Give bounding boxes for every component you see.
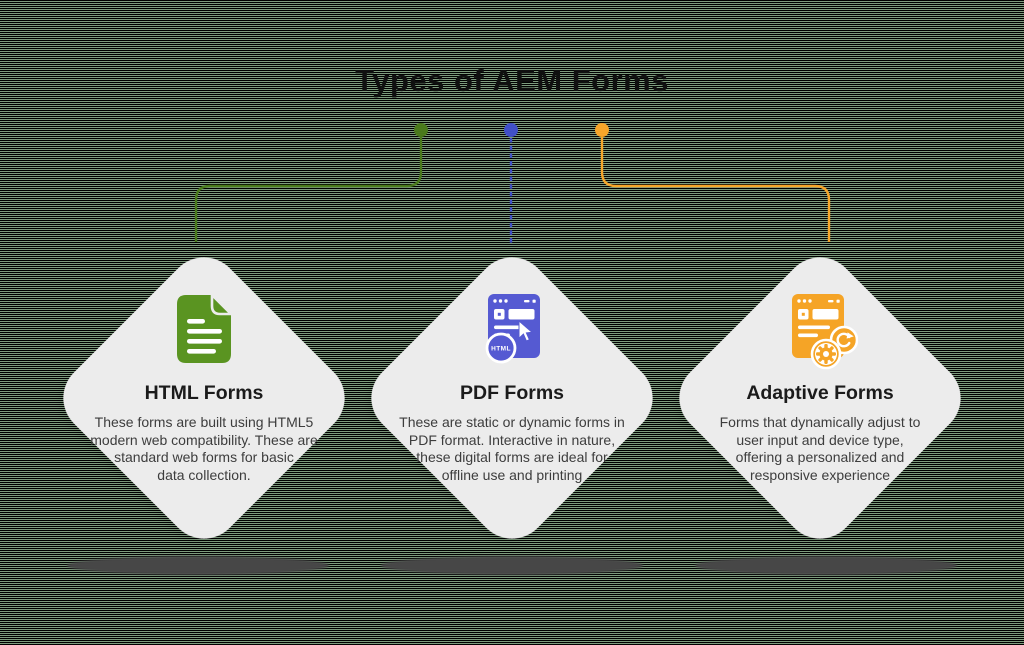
floor-shadow-ellipse: [381, 556, 643, 575]
card-description: These forms are built using HTML5 modern…: [90, 414, 318, 483]
floor-shadow-ellipse: [695, 556, 957, 575]
card-description: These are static or dynamic forms in PDF…: [399, 414, 625, 483]
adaptive-browser-gear-sync-icon: [792, 294, 858, 370]
green-dot: [414, 123, 428, 137]
connector-orange: [600, 137, 831, 242]
floor-shadow-ellipse: [67, 556, 329, 575]
card-content-html-forms: HTML Forms These forms are built using H…: [64, 290, 344, 484]
card-content-adaptive-forms: Adaptive Forms Forms that dynamically ad…: [680, 290, 960, 484]
card-content-pdf-forms: HTML PDF Forms These are static or dynam…: [372, 290, 652, 484]
html-badge-text: HTML: [491, 346, 511, 353]
card-description: Forms that dynamically adjust to user in…: [719, 414, 921, 483]
card-title: PDF Forms: [459, 382, 564, 404]
pdf-browser-cursor-icon: HTML: [485, 294, 540, 364]
card-title: Adaptive Forms: [746, 382, 894, 404]
orange-dot: [595, 123, 609, 137]
indigo-dot: [504, 123, 518, 137]
gear-icon: [810, 338, 842, 370]
card-title: HTML Forms: [144, 382, 264, 404]
connector-green: [194, 137, 423, 242]
document-icon: [177, 291, 235, 363]
page-title: Types of AEM Forms: [355, 63, 669, 98]
